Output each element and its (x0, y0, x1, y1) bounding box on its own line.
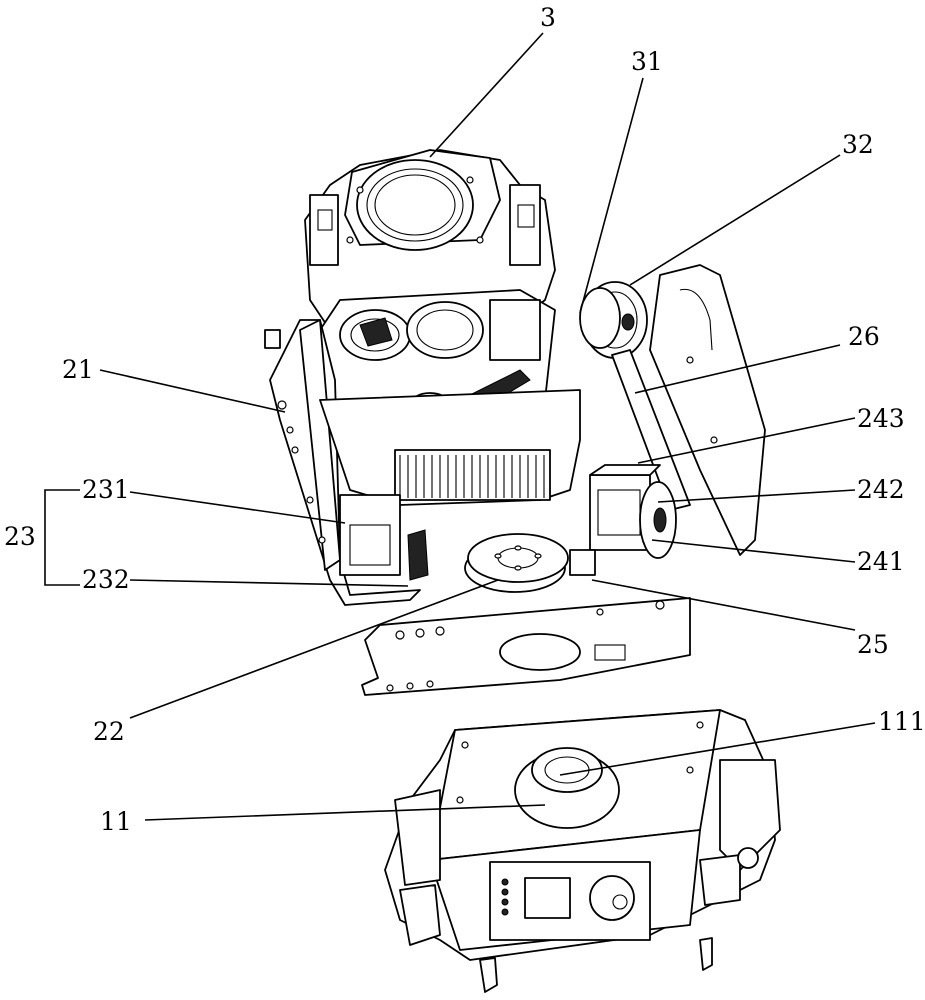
heatsink-fins (399, 455, 545, 498)
base-housing-drawing (384, 709, 781, 993)
label-242: 242 (857, 475, 905, 504)
label-11: 11 (100, 807, 132, 836)
label-31: 31 (631, 47, 663, 76)
label-26: 26 (848, 322, 880, 351)
label-3: 3 (540, 3, 556, 32)
label-243: 243 (857, 404, 905, 433)
label-22: 22 (93, 717, 125, 746)
label-23: 23 (4, 522, 36, 551)
leader-lines (44, 32, 876, 821)
yoke-frame-drawing (264, 319, 581, 606)
label-231: 231 (82, 475, 130, 504)
optical-module-drawing (304, 149, 556, 423)
label-241: 241 (857, 547, 905, 576)
pulley-drawing (464, 533, 569, 593)
reference-numerals: 3 31 32 26 21 243 231 242 23 232 241 25 … (4, 3, 925, 836)
label-25: 25 (857, 630, 889, 659)
label-32: 32 (842, 130, 874, 159)
right-arm-drawing (569, 264, 766, 576)
base-plate-drawing (361, 597, 691, 696)
label-232: 232 (82, 565, 130, 594)
label-21: 21 (62, 355, 94, 384)
label-111: 111 (878, 707, 925, 736)
